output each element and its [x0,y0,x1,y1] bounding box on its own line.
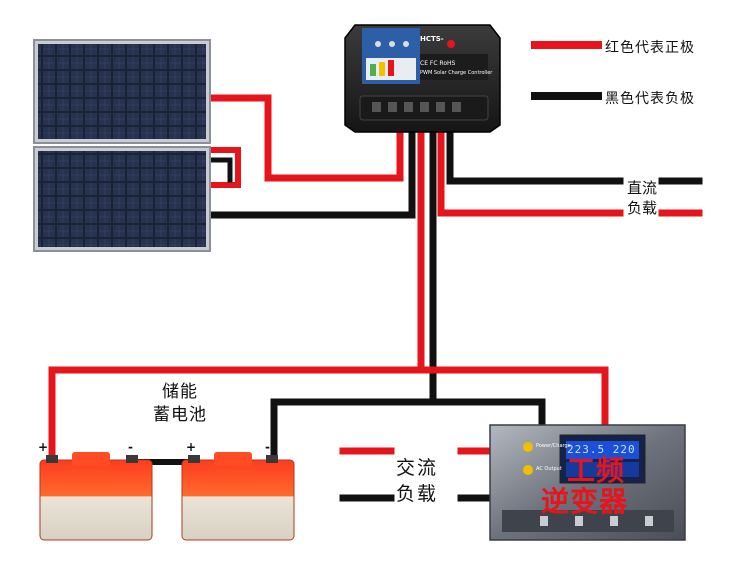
wire-dc-load-positive [437,108,624,217]
inverter-label-line2: 逆变器 [541,485,629,518]
controller-cert: CE FC RoHS [420,60,456,67]
controller-model: HCTS- [420,35,444,43]
wire-panel-positive [206,94,404,182]
dc-load-label-line2: 负载 [627,199,658,217]
wires [48,41,703,502]
wire-dc-positive-bus [48,366,609,459]
inverter-icon [489,424,686,541]
battery-right-plus: + [186,440,197,454]
battery-label-line2: 蓄电池 [153,405,207,425]
inverter-indicator-1: Power/Charge [536,443,571,449]
ac-load-label-line1: 交流 [396,457,439,479]
controller-icon [344,24,501,133]
inverter-label-line1: 工频 [567,454,626,487]
battery-left-minus: - [128,440,133,454]
battery-label-line1: 储能 [162,382,198,402]
inverter-indicator-2: AC Output [536,466,562,472]
inverter-display: 223.5 220 [567,443,636,456]
solar-panel-icon [33,39,211,252]
wire-panel-negative [206,108,416,219]
dc-load-label-line1: 直流 [627,179,658,197]
battery-right [181,452,295,541]
battery-right-minus: - [265,440,270,454]
wire-panel-series-link [207,147,241,188]
legend-negative-label: 黑色代表负极 [605,91,695,107]
ac-load-label-line2: 负载 [396,483,439,505]
legend-positive-label: 红色代表正极 [605,40,695,56]
wire-dc-negative-bus [270,398,546,459]
controller-subtitle: PWM Solar Charge Controller [420,70,493,76]
wire-dc-load-negative [446,108,624,185]
battery-icon [39,452,295,541]
wire-panel-series-black [207,157,233,183]
battery-left-plus: + [38,440,49,454]
battery-left [39,452,153,541]
